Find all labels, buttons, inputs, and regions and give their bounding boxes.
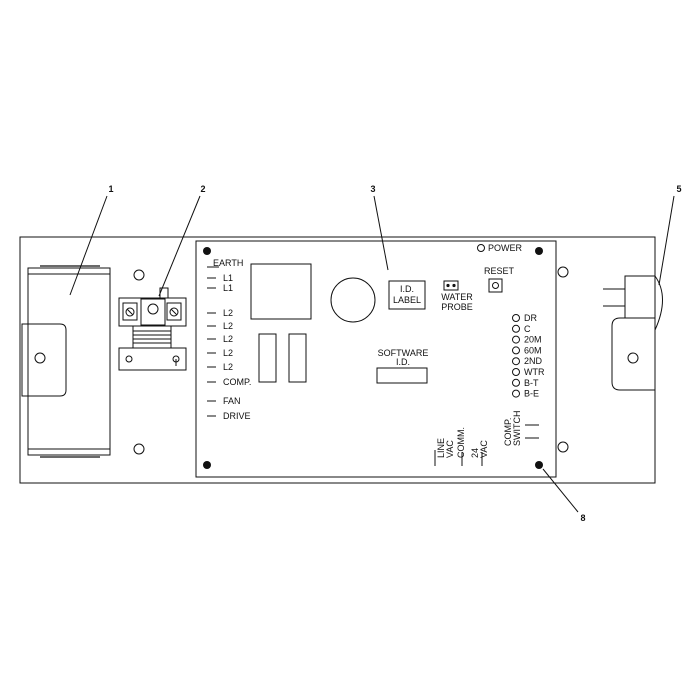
power-label: POWER (488, 243, 523, 253)
status-led-label: DR (524, 313, 537, 323)
id-label-line1: I.D. (400, 284, 414, 294)
status-led (512, 357, 520, 366)
status-led (512, 389, 520, 398)
terminal-label: L2 (223, 362, 233, 372)
reset-button (488, 278, 503, 293)
software-id-line2: I.D. (396, 357, 410, 367)
terminal-label: L1 (223, 283, 233, 293)
terminal-label: DRIVE (223, 411, 251, 421)
power-indicator (477, 244, 485, 252)
status-led (512, 346, 520, 355)
terminal-label: L2 (223, 348, 233, 358)
terminal-label: L2 (223, 334, 233, 344)
water-probe-line2: PROBE (441, 302, 473, 312)
terminal-label: L1 (223, 273, 233, 283)
relay-assembly (118, 287, 187, 371)
reset-label: RESET (484, 266, 515, 276)
callout-1: 1 (108, 184, 113, 194)
terminal-label: L2 (223, 321, 233, 331)
mounting-hole (133, 443, 145, 455)
bottom-terminal-comp-switch-1: COMP. (503, 418, 513, 446)
callout-2: 2 (200, 184, 205, 194)
status-led-label: B-E (524, 389, 539, 399)
status-led (512, 368, 520, 376)
status-led-label: B-T (524, 378, 539, 388)
status-led-label: 20M (524, 335, 542, 345)
bottom-terminal-24vac-2: VAC (479, 440, 489, 458)
status-led-label: WTR (524, 367, 545, 377)
status-led-label: C (524, 324, 531, 334)
terminal-label: L2 (223, 308, 233, 318)
status-led (512, 314, 520, 322)
bottom-terminal-comp-switch-2: SWITCH (512, 411, 522, 447)
mounting-hole (133, 269, 145, 281)
terminal-label: EARTH (213, 258, 243, 268)
bottom-terminal-line-vac-1: LINE (436, 438, 446, 458)
status-led-label: 2ND (524, 356, 543, 366)
software-id-line1: SOFTWARE (378, 348, 429, 358)
callout-5: 5 (676, 184, 681, 194)
capacitor-assembly (21, 265, 111, 458)
mounting-hole (557, 266, 569, 278)
callout-8: 8 (580, 513, 585, 523)
water-probe-line1: WATER (441, 292, 473, 302)
bottom-terminal-line-vac-2: VAC (445, 440, 455, 458)
callout-3: 3 (370, 184, 375, 194)
status-led (512, 378, 520, 387)
terminal-label: FAN (223, 396, 241, 406)
side-switch-assembly (603, 275, 663, 391)
status-led (512, 335, 520, 344)
bottom-terminal-strip: LINE VAC COMM. 24 VAC COMP. SWITCH (434, 411, 539, 466)
terminal-label: COMP. (223, 377, 251, 387)
mounting-hole (557, 441, 569, 453)
status-led (512, 324, 520, 333)
id-label-line2: LABEL (393, 295, 421, 305)
control-board: I.D. LABEL WATER PROBE POWER RESET SOFTW… (195, 240, 557, 478)
enclosure-panel (19, 236, 656, 484)
bottom-terminal-comm: COMM. (456, 427, 466, 458)
bottom-terminal-24vac-1: 24 (470, 448, 480, 458)
software-id-chip (376, 367, 428, 384)
status-led-label: 60M (524, 345, 542, 355)
